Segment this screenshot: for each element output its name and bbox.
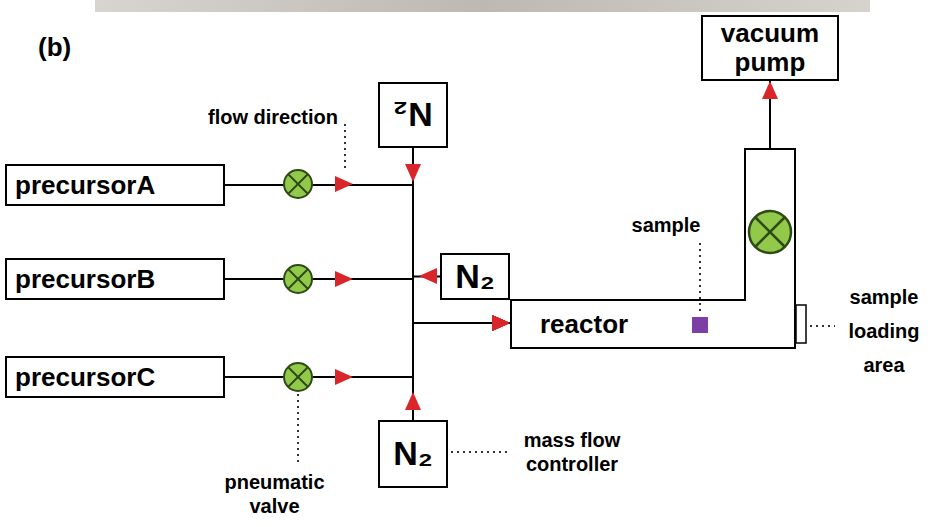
precursor-box: precursorA [5,164,225,206]
flow-line [413,148,510,331]
arrow-head [492,315,510,331]
flow-line [225,185,510,331]
node-label: vacuum pump [707,19,833,76]
node-label: N₂ [455,258,495,295]
arrow-head [492,315,510,331]
node-label: N₂ [393,96,433,133]
callout-label: sample [625,214,707,237]
flow-line [413,315,510,420]
reactor-label: reactor [540,302,628,346]
flow-line-path [225,323,510,377]
photo-strip [95,0,870,12]
loading-door [796,305,806,343]
arrow-head [492,315,510,331]
pneumatic-valve [284,170,312,198]
flow-controller-box: N₂ [378,82,448,148]
flow-line [762,81,778,148]
arrow-head [492,315,510,331]
reactor-tube: reactor [510,148,800,350]
node-label: precursorC [15,363,155,392]
panel-letter: (b) [38,32,98,63]
flow-arrow [405,164,421,182]
callout-label: sample loading area [840,280,928,382]
flow-controller-box: N₂ [440,253,510,300]
callout-label: pneumatic valve [212,470,337,518]
flow-arrow [405,392,421,410]
flow-arrow [335,271,353,287]
pneumatic-valve [284,363,312,391]
flow-arrow [419,268,437,284]
flow-line-path [225,185,510,323]
arrow-head [762,81,778,99]
flow-arrow [335,369,353,385]
flow-line-path [413,323,510,420]
flow-line [225,315,510,377]
node-label: precursorA [15,171,155,200]
arrow-head [492,315,510,331]
precursor-box: precursorB [5,258,225,300]
callout-label: flow direction [150,106,338,129]
pump-valve [749,211,791,253]
flow-line-path [413,148,510,323]
flow-controller-box: N₂ [378,420,448,488]
arrow-head [492,315,510,331]
flow-arrow [335,176,353,192]
sample-square [692,317,708,333]
pneumatic-valve [284,265,312,293]
node-label: N₂ [393,435,433,472]
callout-label: mass flow controller [512,428,632,476]
node-label: precursorB [15,265,155,294]
precursor-box: precursorC [5,356,225,398]
pump-box: vacuum pump [701,15,839,81]
leader-line [298,124,835,466]
